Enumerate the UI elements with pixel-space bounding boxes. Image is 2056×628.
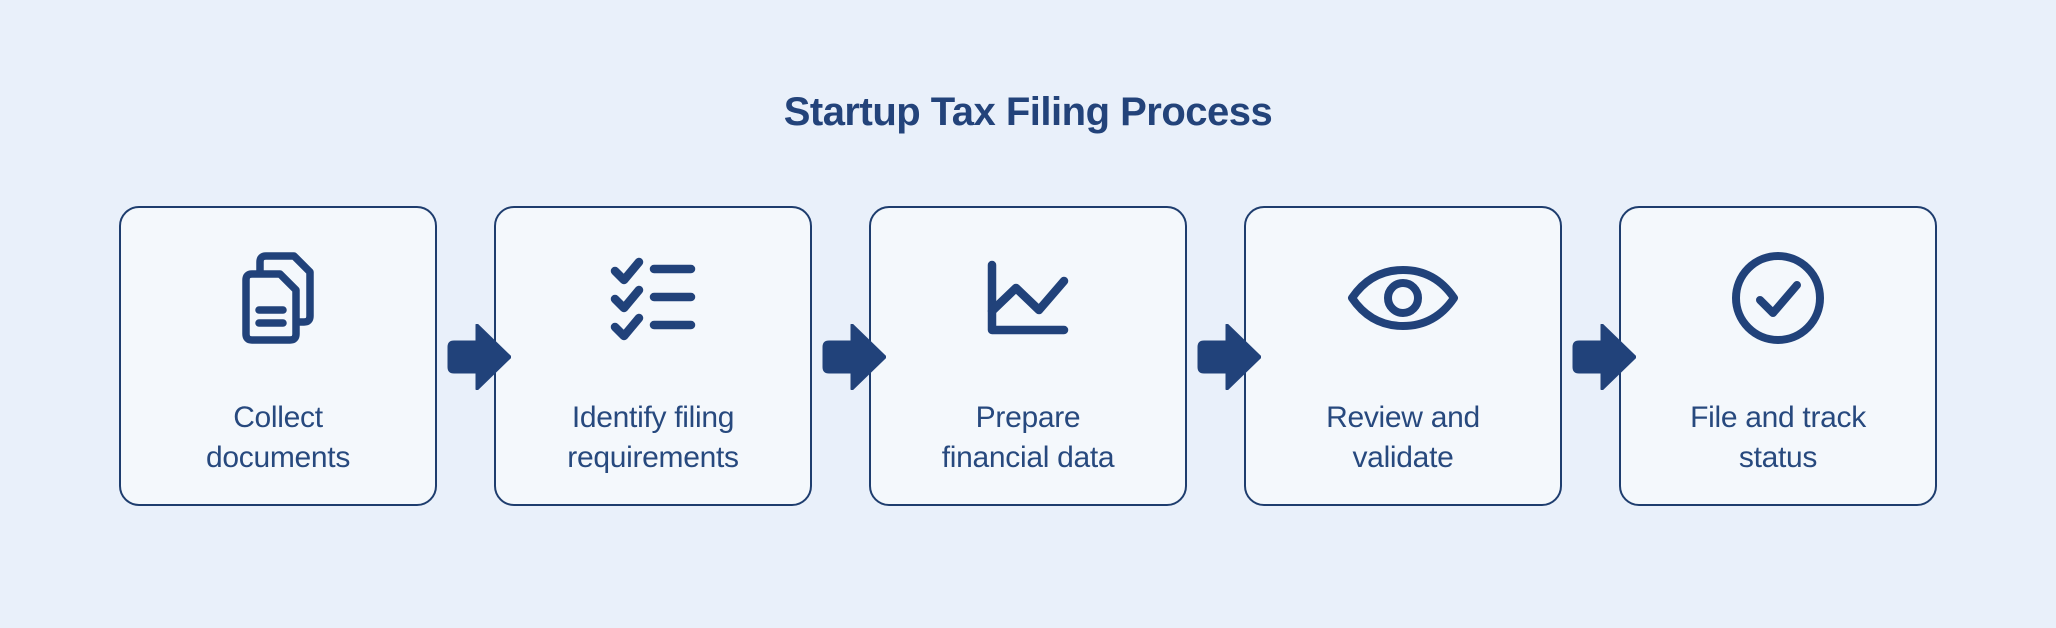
step-label: Prepare financial data (941, 401, 1115, 474)
circle-check-icon (1731, 246, 1825, 350)
arrow-right-icon (1572, 324, 1636, 390)
page-title: Startup Tax Filing Process (783, 90, 1273, 134)
step-label: Review and validate (1326, 401, 1480, 474)
step-box-identify-filing-requirements: Identify filing requirements (494, 206, 812, 506)
step-box-file-and-track-status: File and track status (1619, 206, 1937, 506)
eye-icon (1347, 246, 1459, 350)
step-box-prepare-financial-data: Prepare financial data (869, 206, 1187, 506)
step-box-review-and-validate: Review and validate (1244, 206, 1562, 506)
arrow-right-icon (822, 324, 886, 390)
process-flow: Collect documents Identify filing requir… (0, 206, 2056, 506)
step-label: File and track status (1690, 401, 1866, 474)
step-label: Collect documents (205, 401, 351, 474)
arrow-right-icon (447, 324, 511, 390)
checklist-icon (610, 246, 696, 350)
line-chart-icon (986, 246, 1070, 350)
step-label: Identify filing requirements (567, 401, 739, 474)
arrow-right-icon (1197, 324, 1261, 390)
step-box-collect-documents: Collect documents (119, 206, 437, 506)
documents-icon (239, 246, 317, 350)
